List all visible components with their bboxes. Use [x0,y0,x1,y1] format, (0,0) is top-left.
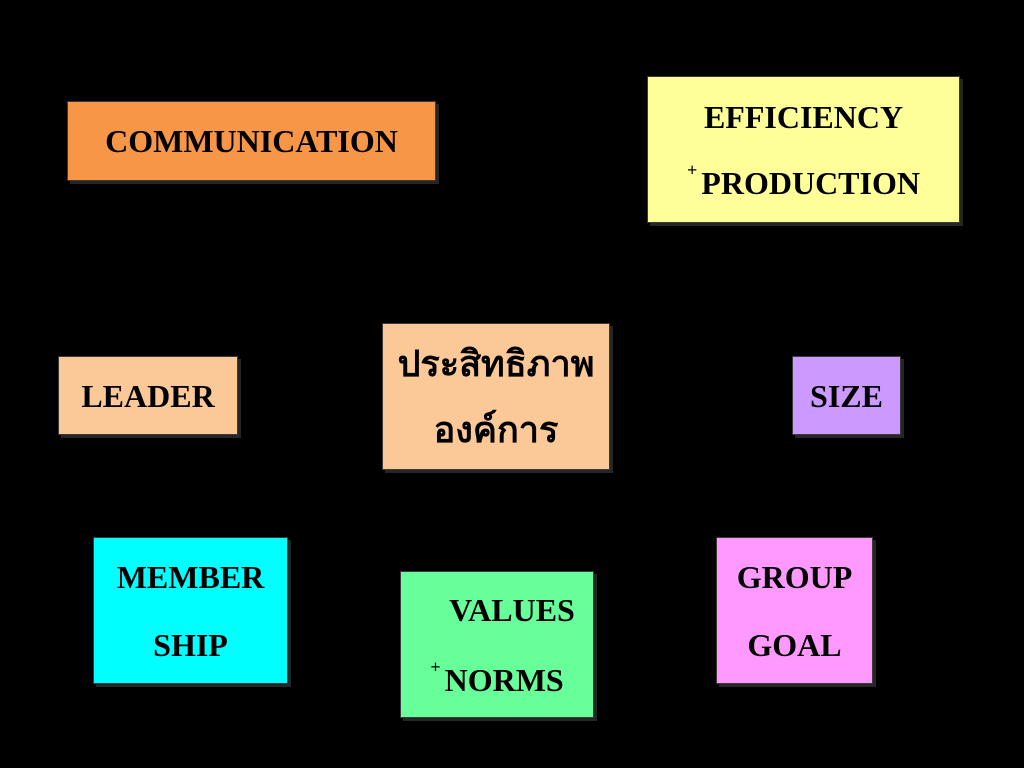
connector-efficiency [559,222,701,324]
node-membership-line2: SHIP [153,626,228,663]
node-size-label: SIZE [810,377,883,414]
center-title-line2: องค์การ [433,409,559,450]
node-membership: MEMBER SHIP [93,537,288,684]
node-group-line2: GOAL [747,626,842,663]
node-group-line1: GROUP [736,558,853,595]
plus-sign: + [430,656,441,677]
connector-communication [264,180,421,324]
node-efficiency-label: EFFICIENCY [703,98,904,135]
center-title-line1: ประสิทธิภาพ [397,343,595,384]
node-leader-label: LEADER [81,377,215,414]
node-communication-label: COMMUNICATION [105,123,398,159]
node-values-norms: VALUES +NORMS [400,571,594,718]
plus-sign: + [687,159,698,180]
node-leader: LEADER [58,356,238,435]
node-production-line: +PRODUCTION [687,161,920,201]
connector-group [589,469,717,561]
connector-membership [287,469,421,561]
node-membership-line1: MEMBER [116,558,265,595]
node-production-label: PRODUCTION [701,164,920,201]
node-organizational-effectiveness: ประสิทธิภาพ องค์การ [382,323,610,470]
node-size: SIZE [792,356,901,435]
node-efficiency-production: EFFICIENCY +PRODUCTION [647,76,960,223]
node-values-label: VALUES [449,591,575,628]
node-group-goal: GROUP GOAL [716,537,873,684]
node-norms-line: +NORMS [430,658,564,698]
node-communication: COMMUNICATION [67,101,436,181]
node-norms-label: NORMS [444,661,564,698]
